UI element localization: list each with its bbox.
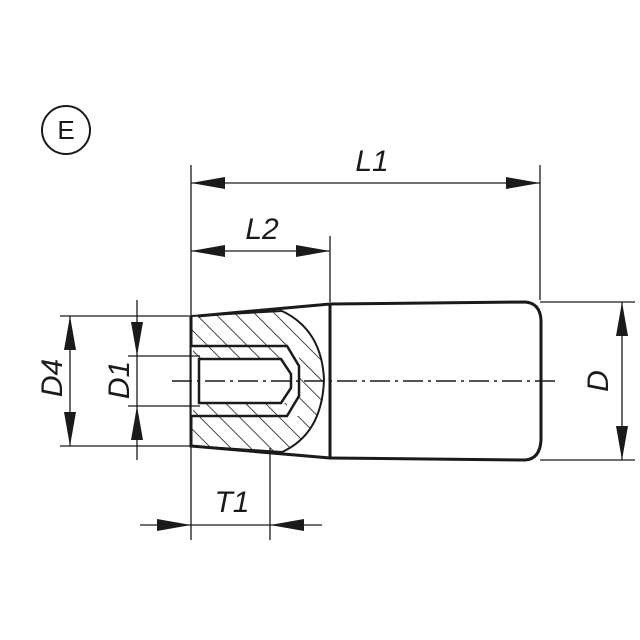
arrow-l1-left	[191, 177, 225, 189]
arrow-l2-right	[296, 245, 330, 257]
section-boundary	[281, 310, 326, 453]
label-d: D	[582, 370, 615, 392]
section-top-edge	[190, 310, 283, 317]
label-l1: L1	[355, 145, 388, 178]
thread-zone-bottom	[193, 403, 287, 415]
dimension-lines	[69, 182, 623, 526]
body-cylindrical-section	[329, 300, 543, 462]
arrow-t1-right	[270, 519, 304, 531]
thread-zone-top	[193, 347, 287, 359]
arrow-l1-right	[506, 177, 540, 189]
arrow-d4-bottom	[64, 412, 76, 446]
extension-lines	[60, 165, 635, 540]
arrowheads	[64, 177, 628, 531]
section-bottom-edge	[190, 445, 283, 453]
badge-circle	[41, 105, 91, 155]
arrow-d-top	[616, 302, 628, 336]
arrow-d4-top	[64, 316, 76, 350]
arrow-d1-bottom	[131, 406, 143, 440]
arrow-d-bottom	[616, 426, 628, 460]
badge-letter: E	[57, 115, 74, 145]
arrow-l2-left	[191, 245, 225, 257]
label-d1: D1	[103, 361, 136, 399]
label-d4: D4	[36, 359, 69, 397]
arrow-d1-top	[131, 322, 143, 356]
arrow-t1-left	[157, 519, 191, 531]
dimension-labels: L1 L2 T1 D4 D1 D	[36, 145, 615, 519]
label-t1: T1	[214, 486, 249, 519]
thread-minor-outline	[197, 357, 293, 405]
label-l2: L2	[245, 213, 279, 246]
variant-badge: E	[41, 105, 91, 155]
